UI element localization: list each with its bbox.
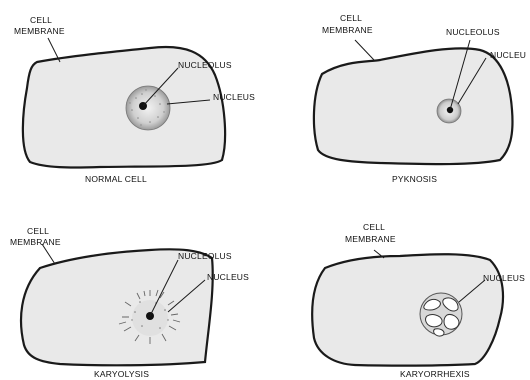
membrane-label-line2: MEMBRANE [10,237,61,247]
nucleus-label: NUCLEUS [213,92,255,102]
membrane-label-line2: MEMBRANE [345,234,396,244]
panel-caption: NORMAL CELL [85,174,147,184]
nucleus-label: NUCLEUS [207,272,249,282]
cell-body [314,48,513,164]
cell-body [312,254,503,365]
nucleolus-label: NUCLEOLUS [178,60,232,70]
panel-karyolysis: CELL MEMBRANE NUCLEOLUS NUCLEUS KARYOLYS… [10,226,249,379]
nucleus-label: NUCLEU [490,50,526,60]
membrane-label-line1: CELL [30,15,52,25]
membrane-label-line1: CELL [340,13,362,23]
membrane-leader [42,244,55,264]
panel-caption: KARYORRHEXIS [400,369,470,379]
panel-karyorrhexis: CELL MEMBRANE NUCLEUS KARYORRHEXIS [312,222,525,379]
panel-normal-cell: CELL MEMBRANE NUCLEOLUS NUCLEUS NORMAL C… [14,15,255,184]
panel-caption: KARYOLYSIS [94,369,149,379]
membrane-label-line2: MEMBRANE [322,25,373,35]
nucleus-label: NUCLEUS [483,273,525,283]
membrane-leader [355,40,374,60]
cell-body [21,249,213,365]
nucleolus-label: NUCLEOLUS [446,27,500,37]
panel-caption: PYKNOSIS [392,174,437,184]
membrane-label-line1: CELL [363,222,385,232]
fragmented-nucleus [420,293,462,336]
membrane-label-line2: MEMBRANE [14,26,65,36]
panel-pyknosis: CELL MEMBRANE NUCLEOLUS NUCLEU PYKNOSIS [314,13,526,184]
nucleolus-label: NUCLEOLUS [178,251,232,261]
membrane-label-line1: CELL [27,226,49,236]
nucleus-shape [126,86,170,130]
